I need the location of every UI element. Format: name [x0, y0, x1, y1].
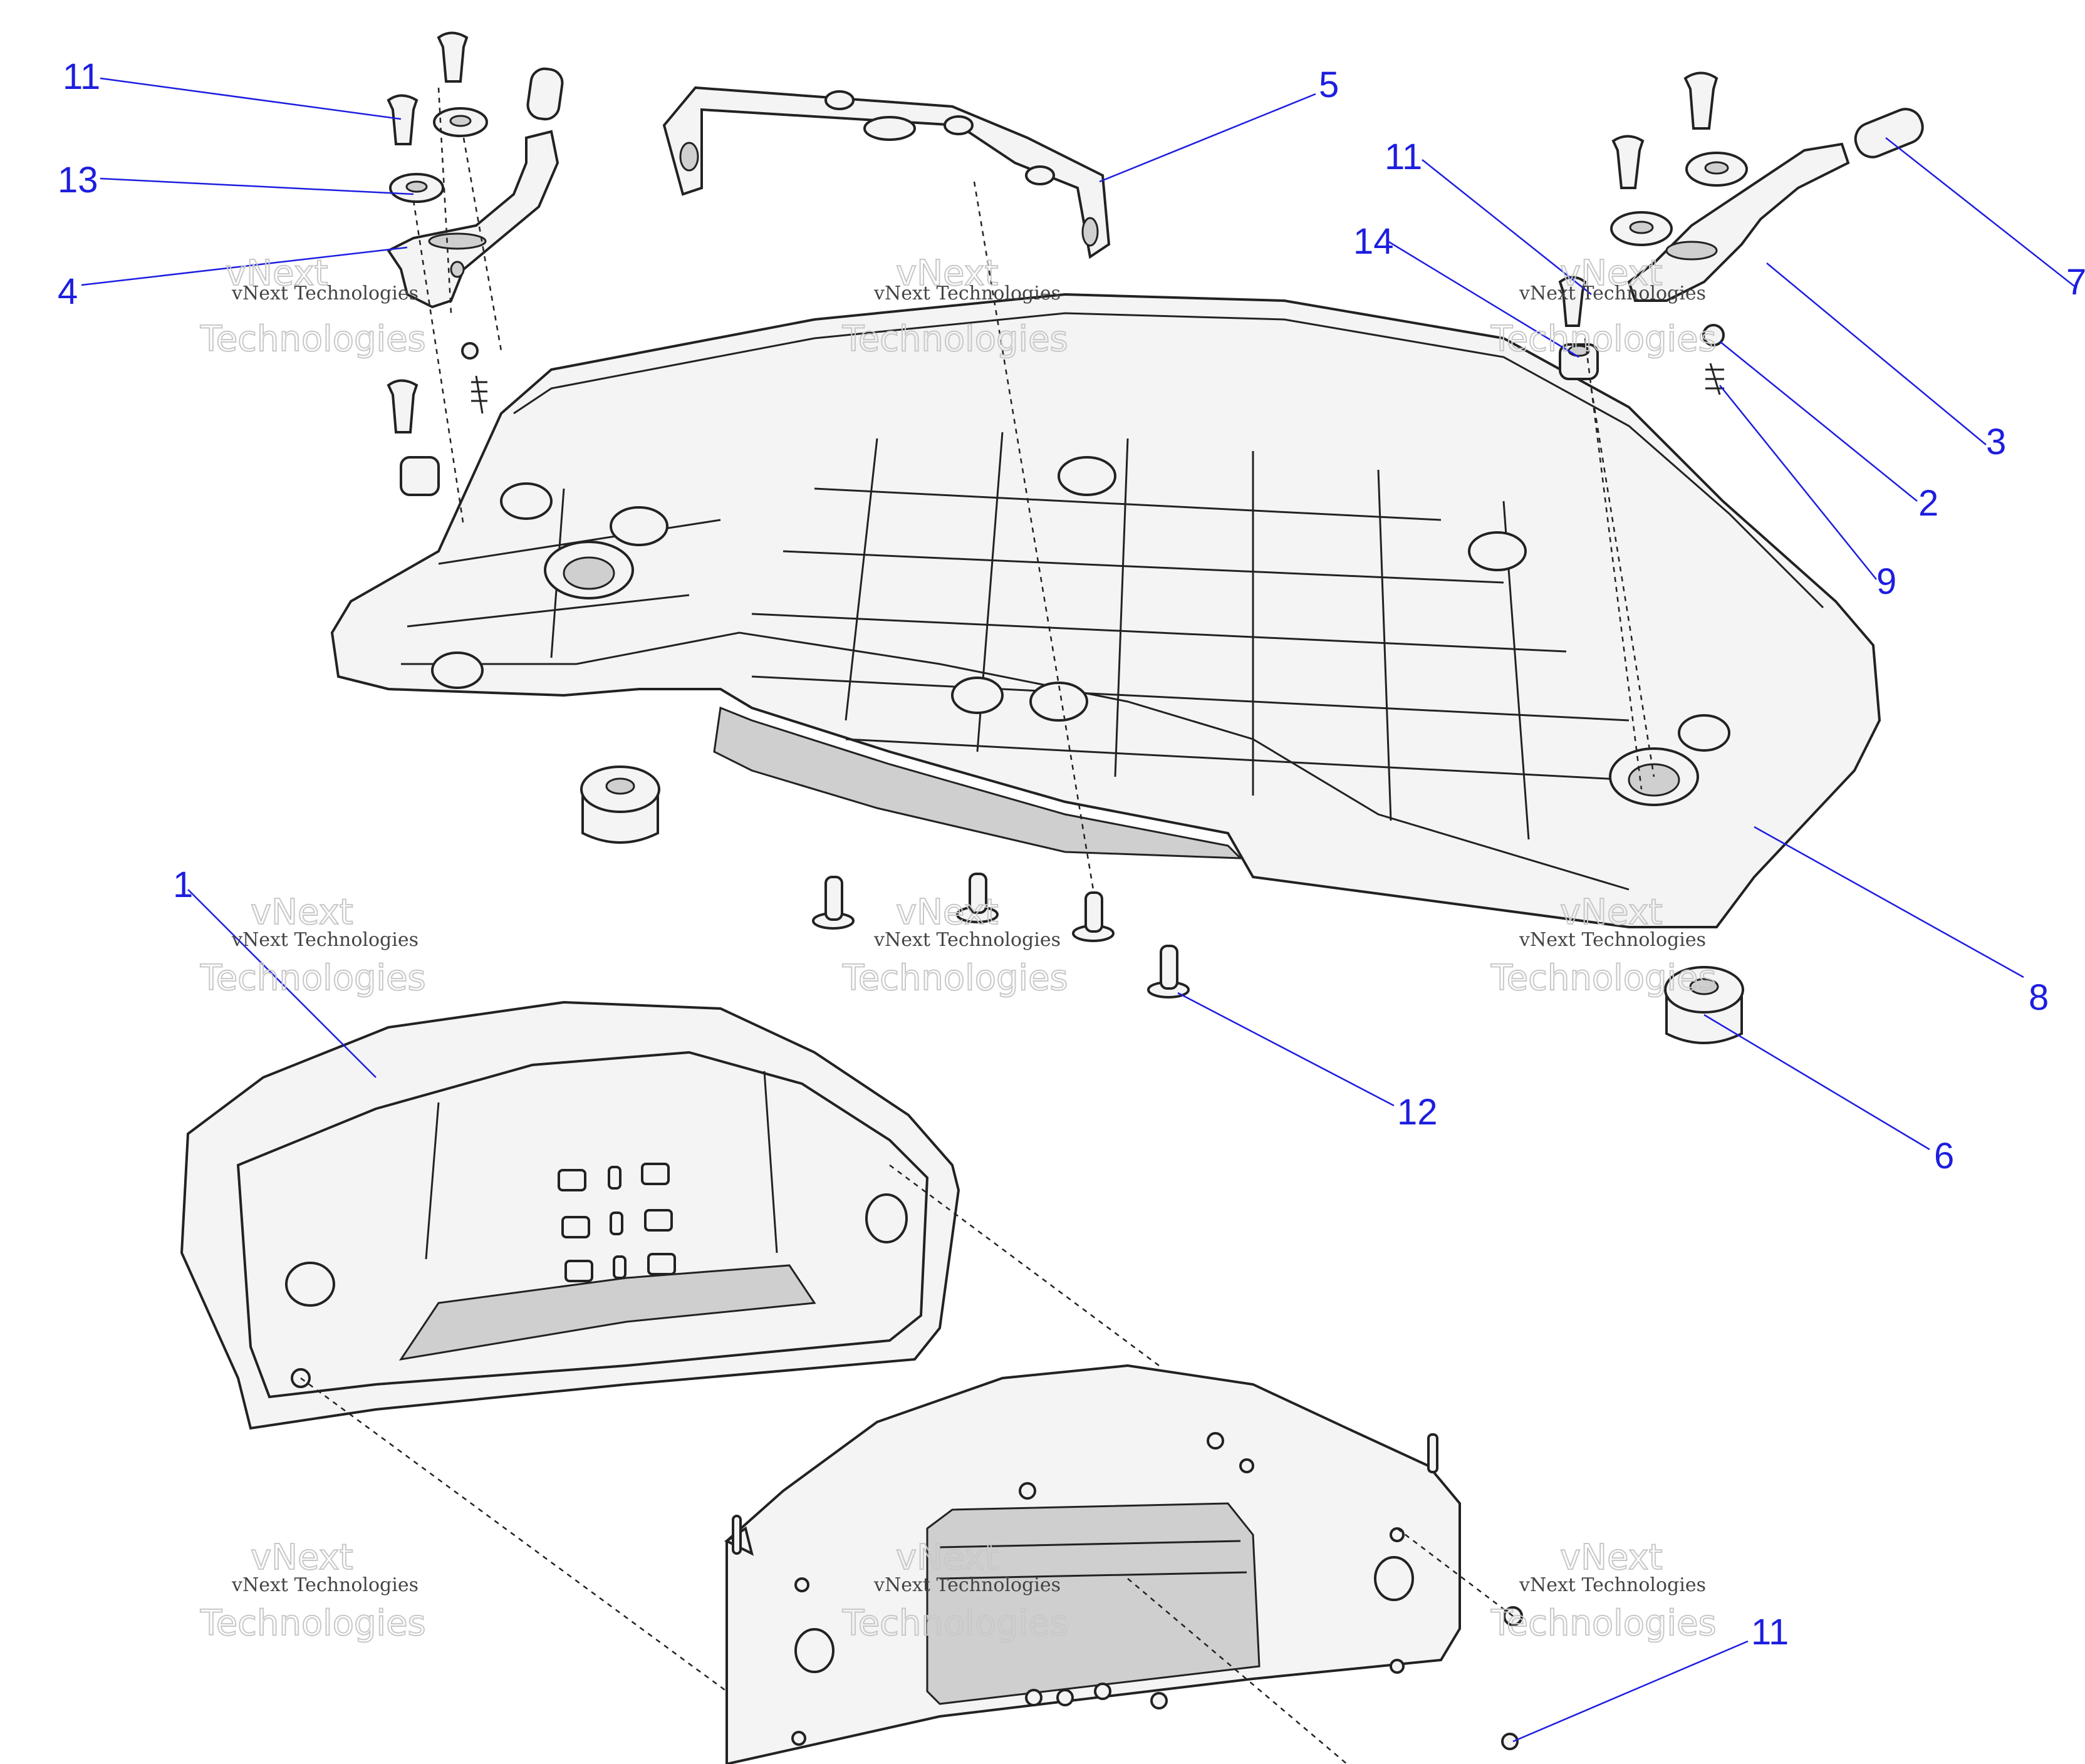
- cluster-screws-part-11: [1501, 1606, 1523, 1750]
- svg-text:vNext: vNext: [896, 253, 999, 294]
- watermarks: vNext Technologies vNext Technologies vN…: [199, 252, 1717, 1644]
- right-sleeve-part-7: [1854, 108, 1924, 158]
- watermark-6: vNext Technologies vNext Technologies: [1490, 891, 1717, 999]
- svg-text:vNext: vNext: [251, 1537, 353, 1578]
- svg-text:Technologies: Technologies: [842, 1603, 1068, 1644]
- watermark-3: vNext Technologies vNext Technologies: [1490, 252, 1717, 360]
- watermark-1: vNext Technologies vNext Technologies: [199, 252, 427, 360]
- svg-text:Technologies: Technologies: [842, 319, 1068, 360]
- gauge-cover-part-1: [180, 1000, 960, 1430]
- svg-text:vNext: vNext: [1560, 1537, 1663, 1578]
- svg-text:vNext Technologies: vNext Technologies: [231, 929, 419, 951]
- svg-text:vNext Technologies: vNext Technologies: [873, 283, 1061, 304]
- callout-2: 2: [1918, 483, 1938, 524]
- grommet-part-6-right: [1664, 966, 1744, 1044]
- watermark-4: vNext Technologies vNext Technologies: [199, 891, 427, 999]
- left-washers-part-13: [389, 107, 488, 203]
- svg-text:vNext: vNext: [896, 892, 999, 933]
- watermark-9: vNext Technologies vNext Technologies: [1490, 1537, 1717, 1644]
- svg-text:vNext Technologies: vNext Technologies: [873, 929, 1061, 951]
- right-spring-part-9: [1705, 363, 1724, 395]
- svg-text:vNext Technologies: vNext Technologies: [873, 1574, 1061, 1596]
- svg-text:Technologies: Technologies: [200, 958, 426, 999]
- callout-9: 9: [1876, 561, 1896, 602]
- svg-text:Technologies: Technologies: [200, 319, 426, 360]
- left-latch-part-4: [387, 67, 564, 309]
- bracket-part-5: [662, 86, 1111, 259]
- callout-4: 4: [58, 271, 78, 312]
- svg-text:vNext Technologies: vNext Technologies: [1519, 1574, 1706, 1596]
- assembly-lines: [300, 87, 1655, 1764]
- instrument-cluster: [724, 1364, 1461, 1764]
- callout-14: 14: [1353, 221, 1394, 262]
- svg-text:vNext: vNext: [1560, 892, 1663, 933]
- callout-11-top-right: 11: [1385, 137, 1422, 177]
- right-spacer-part-14: [1559, 343, 1599, 380]
- svg-text:vNext Technologies: vNext Technologies: [1519, 929, 1706, 951]
- right-ball-part-2: [1702, 324, 1725, 346]
- callout-7: 7: [2066, 262, 2085, 303]
- callout-5: 5: [1319, 65, 1339, 105]
- svg-text:Technologies: Technologies: [842, 958, 1068, 999]
- callout-labels: 11 13 4 5 11 14 7 3 2 9 8 1 12 6 11: [58, 56, 2085, 1652]
- right-screws-part-11: [1558, 71, 1718, 327]
- svg-text:vNext: vNext: [226, 253, 328, 294]
- watermark-5: vNext Technologies vNext Technologies: [841, 891, 1069, 999]
- svg-text:Technologies: Technologies: [1490, 1603, 1717, 1644]
- svg-text:vNext: vNext: [251, 892, 353, 933]
- svg-text:Technologies: Technologies: [1490, 958, 1717, 999]
- callout-12: 12: [1397, 1092, 1438, 1133]
- leader-lines: [81, 77, 2077, 1743]
- callout-11-top-left: 11: [63, 56, 100, 97]
- svg-text:vNext Technologies: vNext Technologies: [231, 283, 419, 304]
- callout-6: 6: [1934, 1136, 1954, 1176]
- left-screws-part-11: [387, 31, 487, 496]
- callout-1: 1: [173, 864, 193, 905]
- svg-text:vNext Technologies: vNext Technologies: [1519, 283, 1706, 304]
- callout-13: 13: [58, 160, 98, 200]
- callout-8: 8: [2029, 977, 2049, 1018]
- right-latch-part-3: [1627, 142, 1850, 302]
- watermark-7: vNext Technologies vNext Technologies: [199, 1537, 427, 1644]
- svg-text:vNext Technologies: vNext Technologies: [231, 1574, 419, 1596]
- svg-text:vNext: vNext: [1560, 253, 1663, 294]
- callout-11-bottom-right: 11: [1751, 1612, 1789, 1652]
- housing-part-8: [330, 293, 1881, 928]
- svg-text:Technologies: Technologies: [1490, 319, 1717, 360]
- grommet-part-6-left: [580, 765, 660, 844]
- watermark-2: vNext Technologies vNext Technologies: [841, 252, 1069, 360]
- svg-text:vNext: vNext: [896, 1537, 999, 1578]
- right-washers: [1610, 152, 1748, 246]
- svg-text:Technologies: Technologies: [200, 1603, 426, 1644]
- watermark-8: vNext Technologies vNext Technologies: [841, 1537, 1069, 1644]
- callout-3: 3: [1986, 422, 2006, 462]
